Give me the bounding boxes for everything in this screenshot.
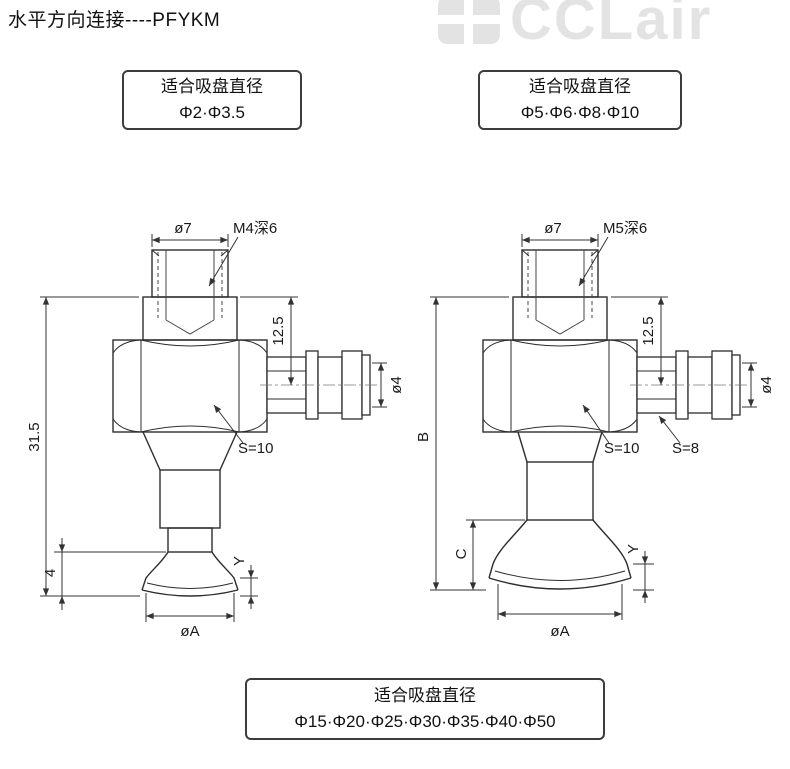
left-dim-cup-height-label: 4 [42,569,59,577]
left-dim-lip-height-label: Y [231,556,248,566]
page-title: 水平方向连接----PFYKM [8,10,221,31]
right-dim-hex-size-label: S=10 [604,440,639,457]
cup-size-box-right: 适合吸盘直径 Φ5·Φ6·Φ8·Φ10 [478,70,682,130]
left-push-fitting [260,350,378,420]
right-dim-port-depth-label: 12.5 [640,316,657,345]
cup-size-box-right-values: Φ5·Φ6·Φ8·Φ10 [520,103,640,122]
left-dim-hex-size-label: S=10 [238,440,273,457]
left-dimension-labels: ø7 M4深6 12.5 ø4 31.5 S=10 4 Y øA [26,220,405,640]
right-dim-cup-height-label: C [453,548,470,559]
right-dimension-lines [430,234,757,620]
right-fitting: ø7 M5深6 12.5 ø4 B S=10 S=8 C Y øA [415,220,775,640]
right-push-fitting [630,350,748,420]
left-dim-cup-diameter-label: øA [180,623,199,640]
left-dim-thread-label: M4深6 [233,220,277,237]
right-thread-detail [527,250,593,335]
left-fitting: ø7 M4深6 12.5 ø4 31.5 S=10 4 Y øA [26,220,405,640]
right-fitting-body [482,249,638,590]
cup-size-box-left-heading: 适合吸盘直径 [161,77,263,96]
left-dim-tube-diameter-label: ø4 [388,376,405,394]
left-dim-top-diameter-label: ø7 [174,220,192,237]
left-dim-port-depth-label: 12.5 [270,316,287,345]
cup-size-box-bottom-values: Φ15·Φ20·Φ25·Φ30·Φ35·Φ40·Φ50 [294,712,556,731]
left-dimension-lines [40,234,387,622]
cup-size-box-left: 适合吸盘直径 Φ2·Φ3.5 [122,70,302,130]
watermark-logo-icon [438,0,500,44]
left-fitting-body [112,249,268,597]
left-thread-detail [157,250,223,335]
cup-size-box-right-heading: 适合吸盘直径 [529,77,631,96]
cup-size-box-bottom-heading: 适合吸盘直径 [374,686,476,705]
right-dim-overall-height-label: B [415,432,432,442]
right-dim-top-diameter-label: ø7 [544,220,562,237]
watermark-text: CCLair [510,0,713,52]
right-dim-lip-height-label: Y [625,544,642,554]
left-dim-overall-height-label: 31.5 [26,422,43,451]
right-dimension-labels: ø7 M5深6 12.5 ø4 B S=10 S=8 C Y øA [415,220,775,640]
cup-size-box-bottom: 适合吸盘直径 Φ15·Φ20·Φ25·Φ30·Φ35·Φ40·Φ50 [245,678,605,740]
right-dim-tube-diameter-label: ø4 [758,376,775,394]
cup-size-box-left-values: Φ2·Φ3.5 [179,103,245,122]
right-dim-side-hex-size-label: S=8 [672,440,699,457]
right-dim-thread-label: M5深6 [603,220,647,237]
right-dim-cup-diameter-label: øA [550,623,569,640]
watermark: CCLair [438,0,712,53]
